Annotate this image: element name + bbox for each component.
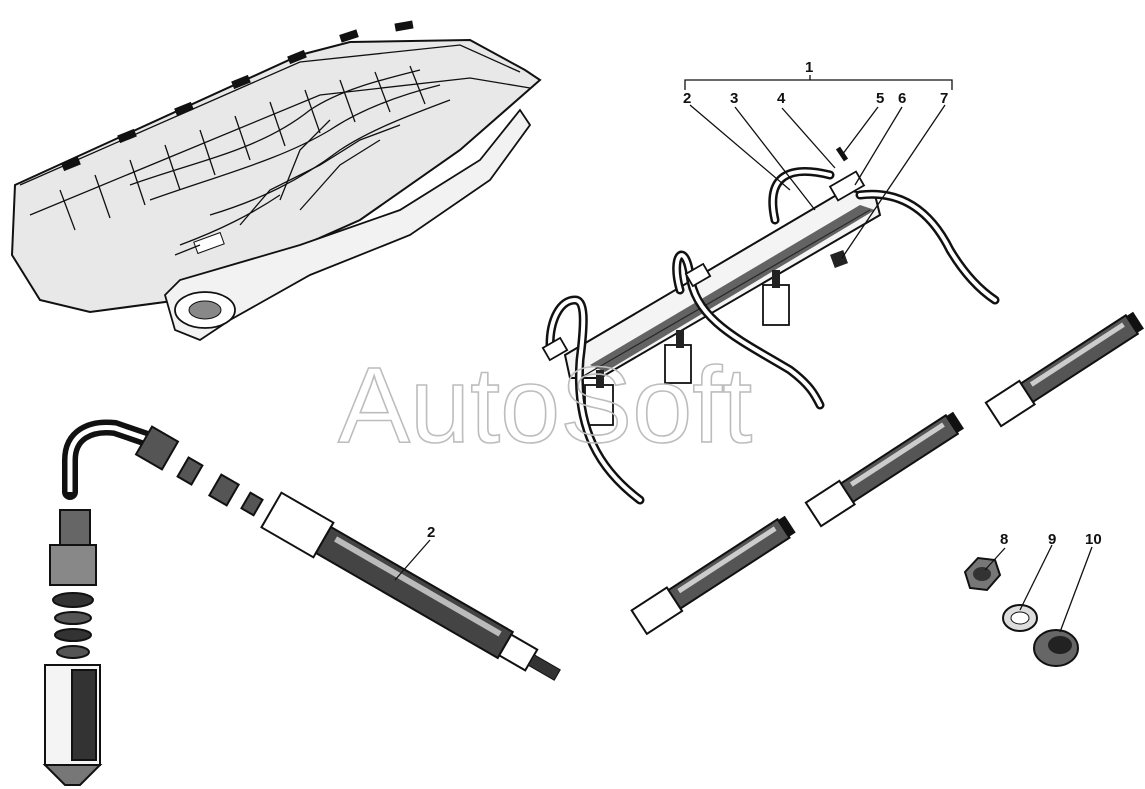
exploded-injector-line <box>42 419 561 786</box>
callout-1: 1 <box>805 59 813 76</box>
callout-leaders <box>394 75 1093 633</box>
callout-6: 6 <box>898 90 906 107</box>
hex-nut-8 <box>963 556 1002 592</box>
callout-10: 10 <box>1085 531 1102 548</box>
washer-9 <box>1002 604 1038 632</box>
callout-labels: 1 2 3 4 5 6 7 8 9 10 2 <box>427 59 1102 548</box>
fuel-rail-assembly <box>541 146 1144 636</box>
callout-2-left: 2 <box>427 524 435 541</box>
engine-block-illustration <box>10 20 542 342</box>
callout-4: 4 <box>777 90 786 107</box>
watermark: AutoSoft <box>338 344 752 465</box>
callout-7: 7 <box>940 90 948 107</box>
callout-5: 5 <box>876 90 884 107</box>
callout-3: 3 <box>730 90 738 107</box>
cap-nut-10 <box>1033 629 1079 667</box>
callout-2-top: 2 <box>683 90 691 107</box>
callout-9: 9 <box>1048 531 1056 548</box>
callout-8: 8 <box>1000 531 1008 548</box>
